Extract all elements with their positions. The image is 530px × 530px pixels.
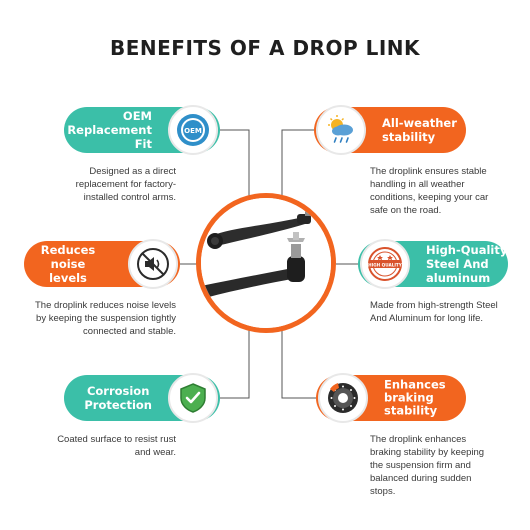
quality-stamp-text: HIGH QUALITY [368,263,403,268]
benefit-oem-title: OEM Replacement Fit [67,109,152,151]
benefit-braking-description: The droplink enhances braking stability … [370,434,485,497]
oem-badge-icon: OEM [168,105,218,155]
benefit-quality-description: Made from high-strength Steel And Alumin… [370,300,498,324]
benefit-oem-pill: OEM Replacement Fit OEM [64,105,220,155]
no-noise-icon [128,239,178,289]
lower-drop-link [201,232,305,298]
oem-badge-text: OEM [184,127,202,135]
quality-stamp-icon: HIGH QUALITY [360,239,410,289]
benefit-corrosion-description: Coated surface to resist rust and wear. [57,434,176,458]
benefit-braking-title: Enhances braking stability [384,377,446,418]
drop-link-illustration [201,198,331,328]
benefit-noise-pill: Reduces noise levels [24,239,180,289]
benefit-noise-title: Reduces noise levels [40,243,96,285]
benefit-quality-title: High-Quality Steel And aluminum [426,243,508,285]
brake-disc-icon [318,373,368,423]
connector-weather [281,129,314,205]
benefit-weather-pill: All-weather stability [314,105,466,155]
benefit-quality-pill: High-Quality Steel And aluminum HIGH QUA… [358,239,508,289]
benefit-noise-description: The droplink reduces noise levels by kee… [35,300,176,337]
drop-link-product-image [196,193,336,333]
benefit-braking-pill: Enhances braking stability [316,373,466,423]
upper-drop-link [207,208,313,249]
benefit-weather-description: The droplink ensures stable handling in … [370,166,489,216]
connector-oem [220,129,250,205]
shield-check-icon [168,373,218,423]
connector-corrosion [220,322,250,399]
benefit-corrosion-pill: Corrosion Protection [64,373,220,423]
benefit-weather-title: All-weather stability [382,116,457,144]
benefit-oem-description: Designed as a direct replacement for fac… [75,166,176,203]
page-title: BENEFITS OF A DROP LINK [109,36,421,60]
connector-braking [281,322,316,399]
weather-icon [316,105,366,155]
benefit-corrosion-title: Corrosion Protection [84,384,152,412]
